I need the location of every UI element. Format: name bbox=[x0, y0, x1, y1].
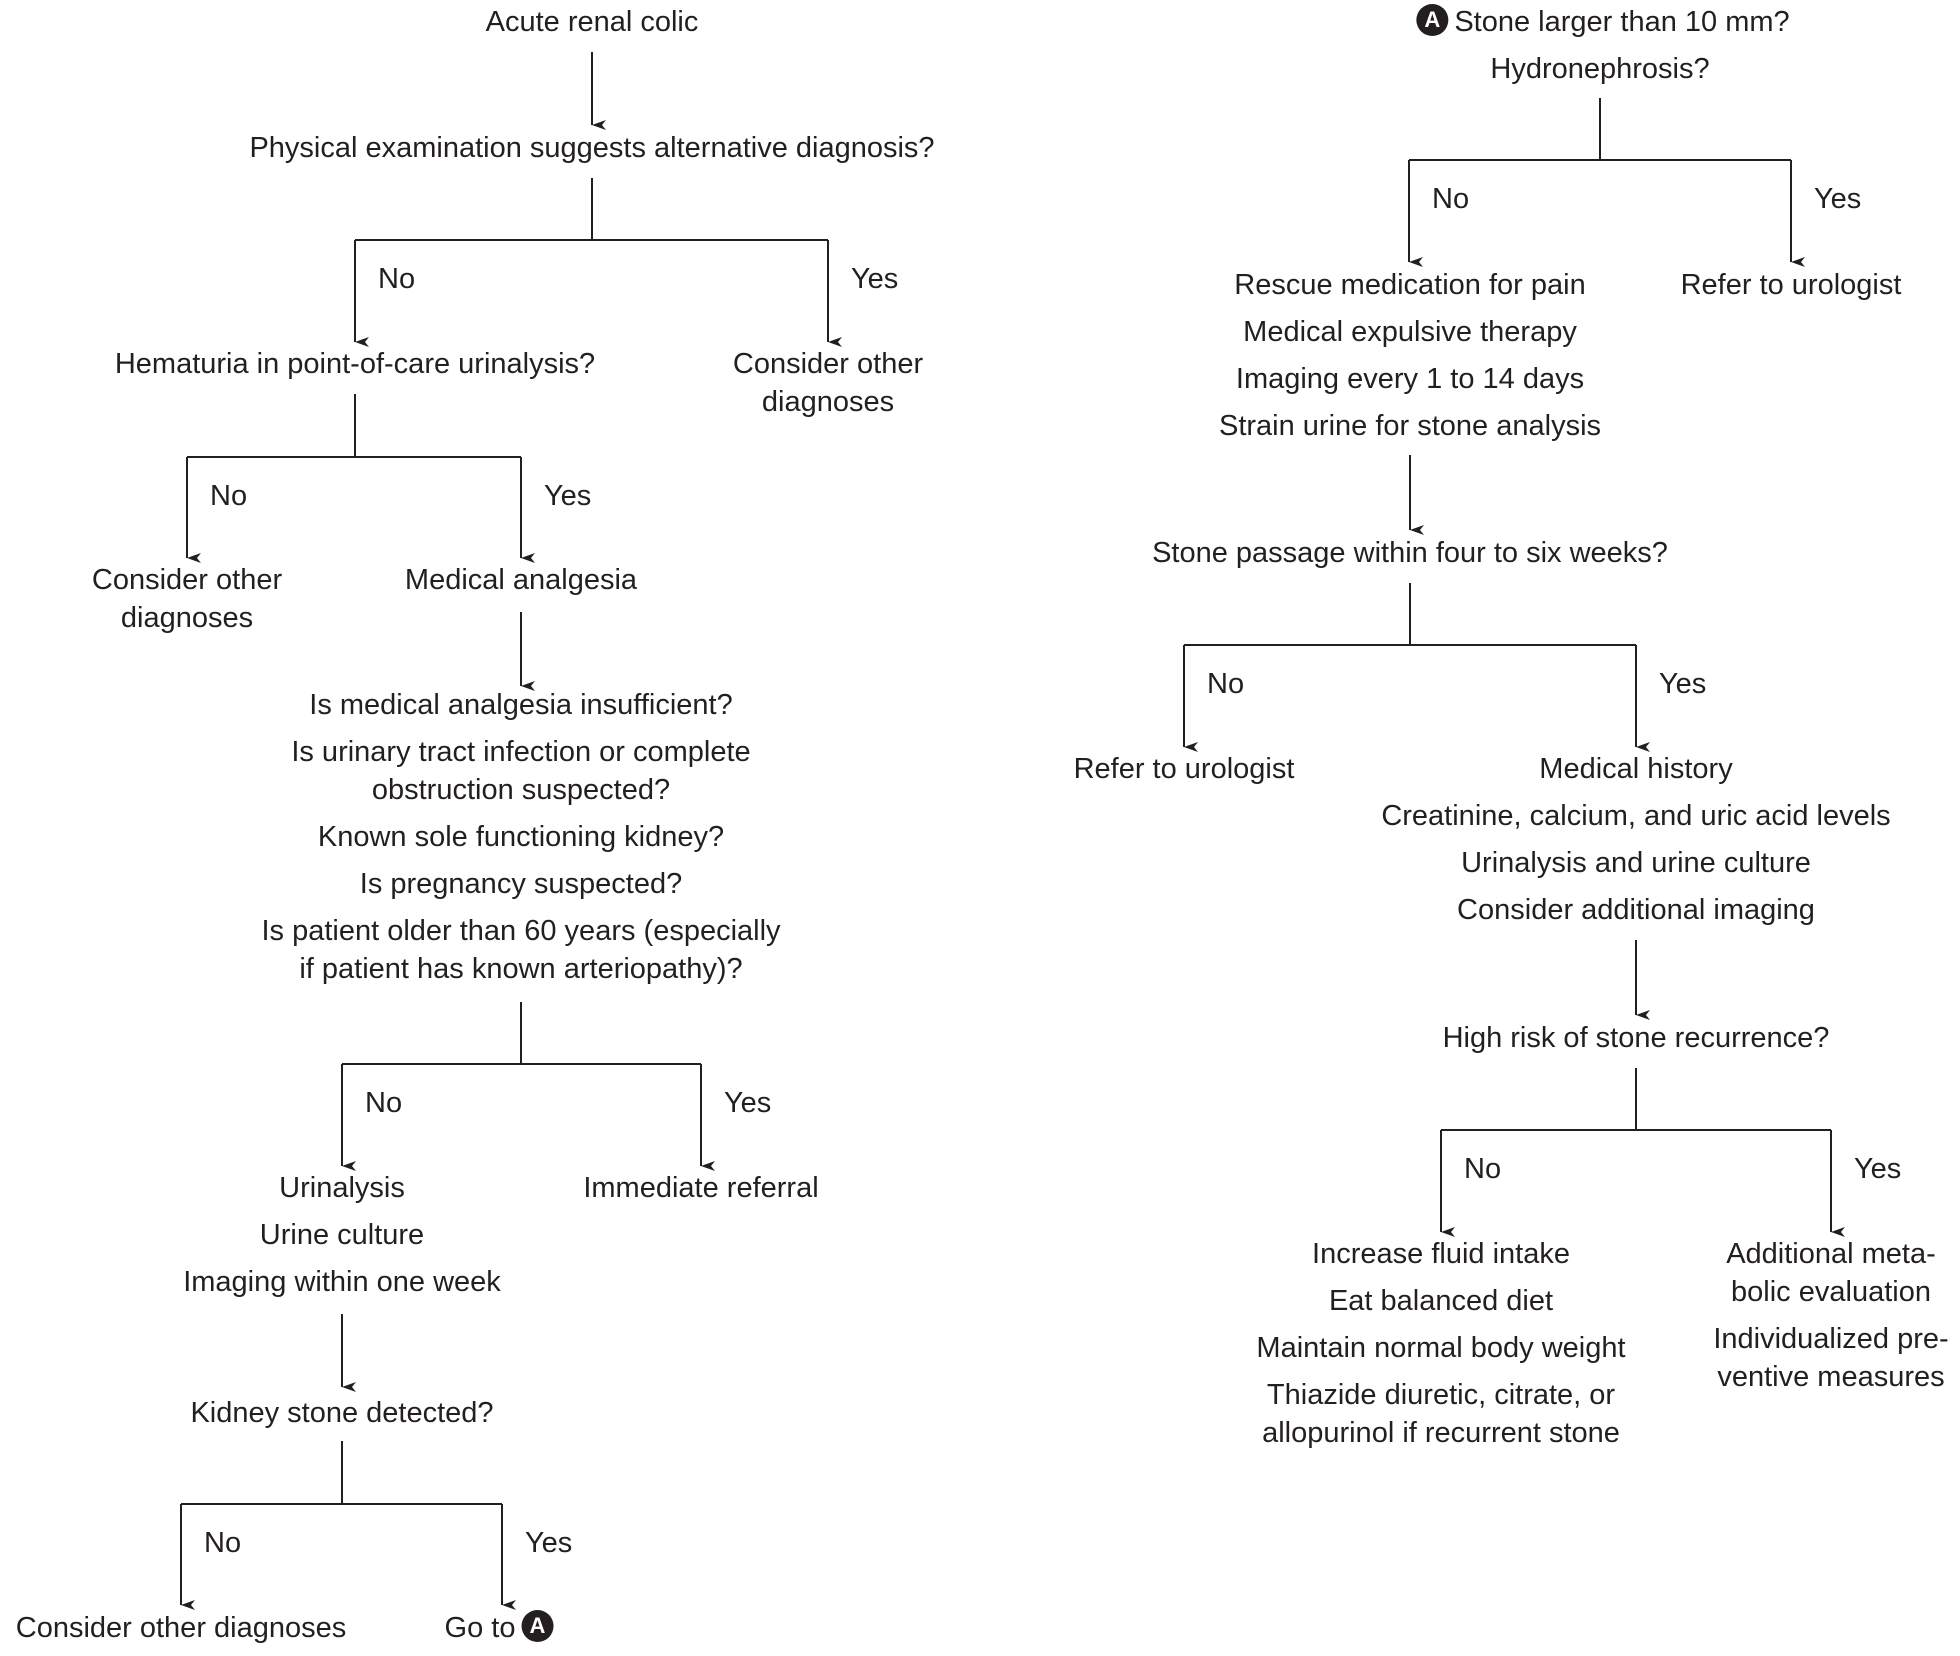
node-text: diagnoses bbox=[761, 386, 895, 418]
node-text: Is pregnancy suspected? bbox=[359, 868, 683, 900]
node-text: Urinalysis and urine culture bbox=[1461, 847, 1811, 879]
branch-label-no: No bbox=[365, 1087, 403, 1119]
node-stone-passage-question: Stone passage within four to six weeks? bbox=[1152, 534, 1668, 581]
node-text: Is urinary tract infection or complete bbox=[291, 736, 751, 768]
node-text: Go to bbox=[444, 1612, 516, 1644]
node-text: ventive measures bbox=[1717, 1361, 1945, 1393]
node-consider-other-diagnoses-1: Consider other diagnoses bbox=[733, 345, 923, 430]
branch-label-no: No bbox=[378, 263, 416, 295]
branch-label-yes: Yes bbox=[1659, 668, 1707, 700]
node-text: Kidney stone detected? bbox=[190, 1397, 494, 1429]
node-hematuria-question: Hematuria in point-of-care urinalysis? bbox=[115, 345, 595, 392]
node-consider-other-diagnoses-2: Consider other diagnoses bbox=[92, 561, 282, 646]
connector-crit-split bbox=[342, 1002, 701, 1065]
node-follow-up-evaluation: Medical history Creatinine, calcium, and… bbox=[1381, 750, 1890, 938]
branch-label-no: No bbox=[210, 480, 248, 512]
node-text: Individualized pre- bbox=[1713, 1323, 1949, 1355]
node-text: Hematuria in point-of-care urinalysis? bbox=[114, 348, 596, 380]
node-refer-to-urologist-1: Refer to urologist bbox=[1681, 266, 1902, 313]
branch-label-no: No bbox=[1464, 1153, 1502, 1185]
branch-label-yes: Yes bbox=[525, 1527, 573, 1559]
branch-label-no: No bbox=[204, 1527, 242, 1559]
branch-label-yes: Yes bbox=[851, 263, 899, 295]
node-text: Imaging every 1 to 14 days bbox=[1235, 363, 1585, 395]
node-text: Is patient older than 60 years (especial… bbox=[261, 915, 781, 947]
connector-ks-split bbox=[181, 1441, 502, 1505]
node-referral-criteria: Is medical analgesia insufficient? Is ur… bbox=[261, 686, 780, 997]
node-text: High risk of stone recurrence? bbox=[1442, 1022, 1830, 1054]
node-text: Creatinine, calcium, and uric acid level… bbox=[1381, 800, 1891, 832]
connector-hem-split bbox=[187, 394, 521, 458]
connector-pe-split bbox=[355, 178, 828, 241]
node-consider-other-diagnoses-3: Consider other diagnoses bbox=[16, 1609, 346, 1656]
node-initial-workup: Urinalysis Urine culture Imaging within … bbox=[183, 1169, 501, 1310]
node-text: bolic evaluation bbox=[1731, 1276, 1931, 1308]
node-text: diagnoses bbox=[120, 602, 254, 634]
connector-size-split bbox=[1409, 98, 1791, 161]
node-immediate-referral: Immediate referral bbox=[583, 1169, 818, 1216]
node-recurrence-risk-question: High risk of stone recurrence? bbox=[1443, 1019, 1830, 1066]
node-text: Consider other diagnoses bbox=[15, 1612, 347, 1644]
connector-pass-split bbox=[1184, 583, 1636, 646]
node-medical-analgesia: Medical analgesia bbox=[405, 561, 637, 608]
node-text: Consider additional imaging bbox=[1457, 894, 1815, 926]
node-text: Medical analgesia bbox=[404, 564, 638, 596]
branch-label-yes: Yes bbox=[1854, 1153, 1902, 1185]
node-text: Medical expulsive therapy bbox=[1243, 316, 1577, 348]
node-metabolic-evaluation: Additional meta- bolic evaluation Indivi… bbox=[1713, 1235, 1948, 1405]
node-text: Immediate referral bbox=[583, 1172, 819, 1204]
branch-label-no: No bbox=[1207, 668, 1245, 700]
branch-label-yes: Yes bbox=[1814, 183, 1862, 215]
node-text: Consider other bbox=[732, 348, 924, 380]
branch-label-yes: Yes bbox=[724, 1087, 772, 1119]
node-text: Rescue medication for pain bbox=[1234, 269, 1586, 301]
branch-label-yes: Yes bbox=[544, 480, 592, 512]
node-text: Refer to urologist bbox=[1073, 753, 1295, 785]
node-text: Stone passage within four to six weeks? bbox=[1152, 537, 1668, 569]
branch-label-no: No bbox=[1432, 183, 1470, 215]
node-text: Increase fluid intake bbox=[1312, 1238, 1570, 1270]
node-text: Eat balanced diet bbox=[1328, 1285, 1554, 1317]
node-refer-to-urologist-2: Refer to urologist bbox=[1074, 750, 1295, 797]
connector-rec-split bbox=[1441, 1068, 1831, 1131]
node-text: Medical history bbox=[1539, 753, 1733, 785]
node-text: Imaging within one week bbox=[183, 1266, 501, 1298]
node-text: allopurinol if recurrent stone bbox=[1262, 1417, 1620, 1449]
node-acute-renal-colic: Acute renal colic bbox=[486, 3, 699, 50]
node-text: Maintain normal body weight bbox=[1256, 1332, 1626, 1364]
node-text: Is medical analgesia insufficient? bbox=[309, 689, 733, 721]
node-text: obstruction suspected? bbox=[371, 774, 671, 806]
node-kidney-stone-question: Kidney stone detected? bbox=[190, 1394, 493, 1441]
node-text: Known sole functioning kidney? bbox=[317, 821, 725, 853]
node-text: Hydronephrosis? bbox=[1490, 53, 1710, 85]
node-prevention-measures: Increase fluid intake Eat balanced diet … bbox=[1256, 1235, 1625, 1461]
node-text: Urinalysis bbox=[279, 1172, 405, 1204]
node-text: Acute renal colic bbox=[485, 6, 699, 38]
connector-a-badge: A bbox=[1416, 4, 1449, 37]
node-text: Urine culture bbox=[259, 1219, 425, 1251]
node-text: Additional meta- bbox=[1726, 1238, 1936, 1270]
node-text: Thiazide diuretic, citrate, or bbox=[1266, 1379, 1616, 1411]
node-physical-exam-question: Physical examination suggests alternativ… bbox=[249, 129, 934, 176]
node-text: Stone larger than 10 mm? bbox=[1454, 6, 1790, 38]
node-text: Refer to urologist bbox=[1680, 269, 1902, 301]
node-text: Strain urine for stone analysis bbox=[1218, 410, 1602, 442]
node-text: Consider other bbox=[91, 564, 283, 596]
connector-a-badge: A bbox=[521, 1610, 554, 1643]
node-text: if patient has known arteriopathy)? bbox=[299, 953, 743, 985]
node-text: Physical examination suggests alternativ… bbox=[249, 132, 935, 164]
node-conservative-therapy: Rescue medication for pain Medical expul… bbox=[1219, 266, 1601, 454]
